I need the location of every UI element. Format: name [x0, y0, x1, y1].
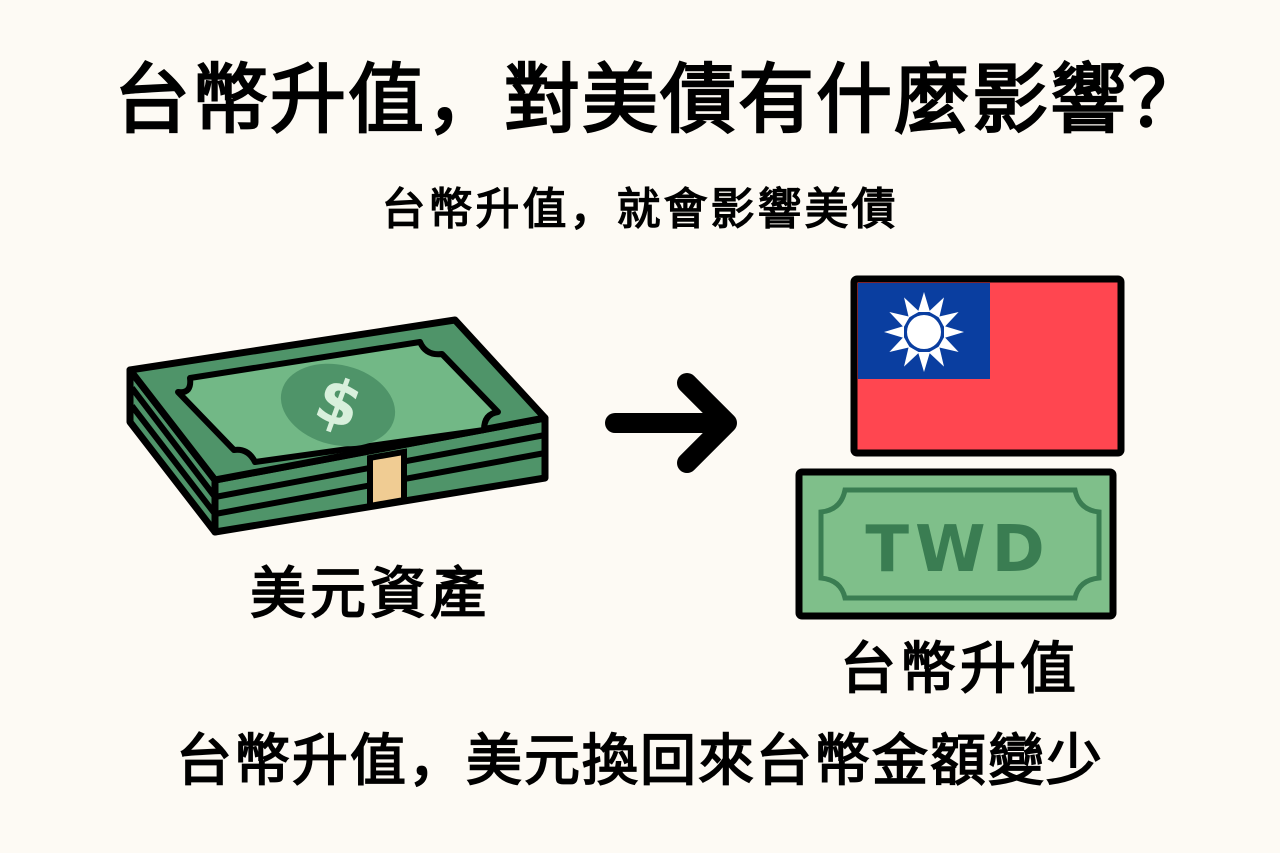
money-stack-icon: $ — [126, 316, 549, 536]
twd-banknote-icon: TWD — [795, 468, 1117, 620]
twd-text: TWD — [865, 513, 1050, 587]
conclusion-text: 台幣升值，美元換回來台幣金額變少 — [176, 729, 1104, 794]
taiwan-flag-icon — [850, 275, 1125, 457]
subtitle: 台幣升值，就會影響美債 — [381, 184, 899, 235]
page-title: 台幣升值，對美債有什麼影響？ — [114, 55, 1206, 144]
usd-assets-label: 美元資產 — [250, 562, 490, 627]
arrow-right-icon — [605, 373, 737, 473]
twd-appreciation-label: 台幣升值 — [840, 637, 1080, 702]
